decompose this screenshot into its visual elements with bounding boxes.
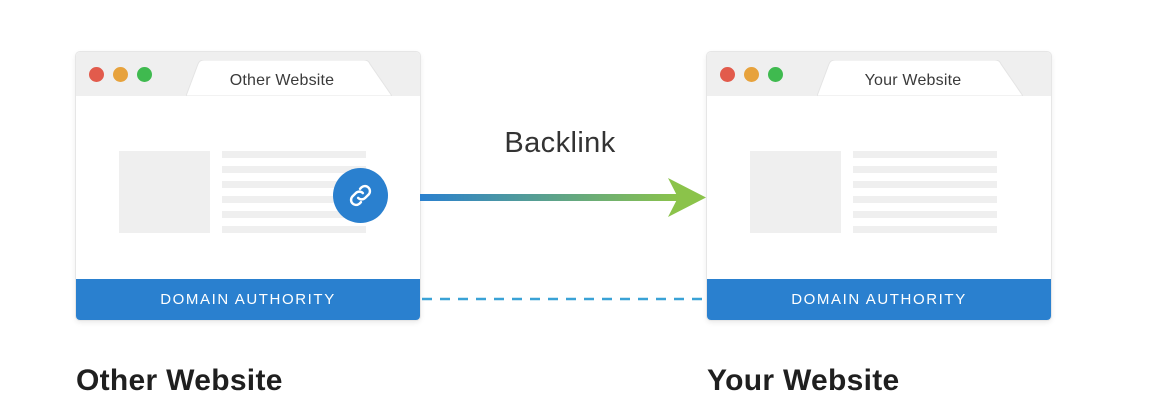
browser-titlebar: Your Website: [707, 52, 1051, 96]
minimize-dot-icon: [113, 67, 128, 82]
tab-title: Other Website: [229, 72, 335, 89]
text-line-placeholder: [853, 151, 997, 158]
minimize-dot-icon: [744, 67, 759, 82]
browser-titlebar: Other Website: [76, 52, 420, 96]
domain-authority-connector: [422, 297, 706, 301]
backlink-label: Backlink: [504, 127, 616, 159]
text-line-placeholder: [853, 196, 997, 203]
content-image-placeholder: [750, 151, 841, 233]
text-line-placeholder: [222, 181, 366, 188]
text-line-placeholder: [222, 151, 366, 158]
your-website-browser: Your Website DOMAIN AUTHORITY: [707, 52, 1051, 320]
text-line-placeholder: [222, 226, 366, 233]
text-line-placeholder: [853, 181, 997, 188]
backlink-arrow: [420, 178, 706, 217]
maximize-dot-icon: [768, 67, 783, 82]
text-line-placeholder: [853, 166, 997, 173]
your-website-caption: Your Website: [707, 364, 900, 397]
other-website-caption: Other Website: [76, 364, 283, 397]
text-line-placeholder: [853, 211, 997, 218]
browser-tab: [817, 60, 1023, 96]
text-line-placeholder: [222, 211, 366, 218]
domain-authority-bar: DOMAIN AUTHORITY: [76, 279, 420, 320]
maximize-dot-icon: [137, 67, 152, 82]
close-dot-icon: [89, 67, 104, 82]
close-dot-icon: [720, 67, 735, 82]
domain-authority-bar: DOMAIN AUTHORITY: [707, 279, 1051, 320]
link-badge: [333, 168, 388, 223]
text-line-placeholder: [222, 196, 366, 203]
link-icon: [349, 184, 372, 207]
tab-title: Your Website: [864, 72, 962, 89]
browser-tab: [186, 60, 392, 96]
text-line-placeholder: [853, 226, 997, 233]
content-image-placeholder: [119, 151, 210, 233]
text-line-placeholder: [222, 166, 366, 173]
